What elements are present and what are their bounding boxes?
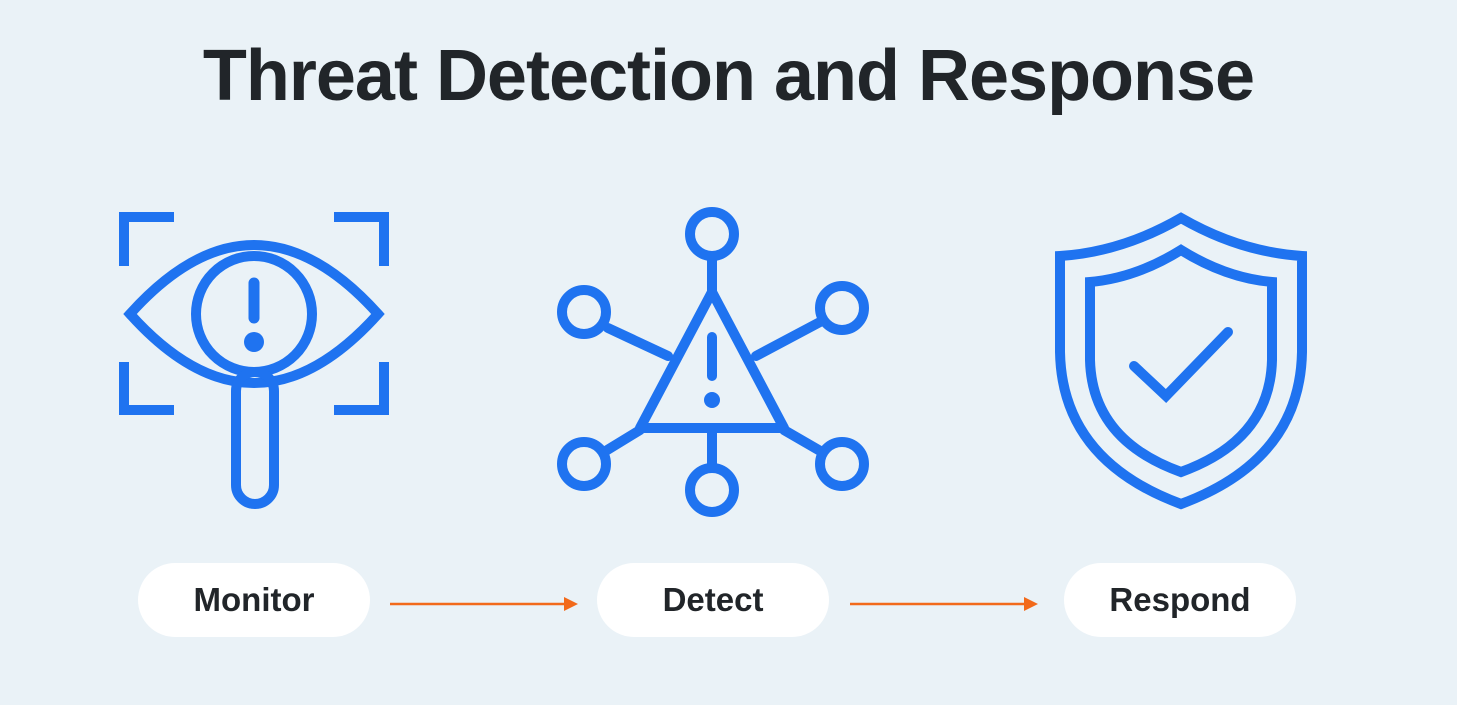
page-title: Threat Detection and Response (202, 36, 1255, 116)
step-monitor: Monitor (138, 563, 370, 637)
step-label-detect: Detect (662, 581, 764, 618)
shield-check-icon (1055, 212, 1307, 510)
arrow-monitor-to-detect (390, 597, 578, 611)
arrow-detect-to-respond (850, 597, 1038, 611)
step-label-respond: Respond (1109, 581, 1251, 618)
eye-magnifier-alert-icon (119, 212, 389, 509)
step-respond: Respond (1064, 563, 1296, 637)
network-warning-triangle-icon (557, 207, 869, 517)
step-detect: Detect (597, 563, 829, 637)
step-label-monitor: Monitor (193, 581, 315, 618)
